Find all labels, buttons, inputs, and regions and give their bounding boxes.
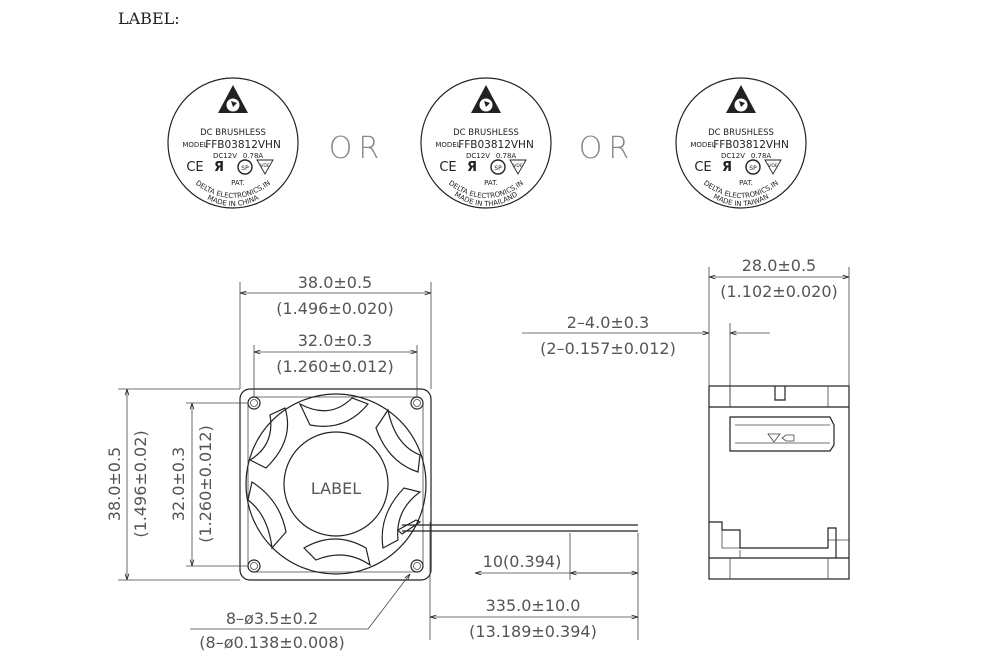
dim-lead-in: (13.189±0.394) <box>469 622 597 641</box>
label-rating-v: DC12V <box>466 152 490 160</box>
label-line1: DC BRUSHLESS <box>200 128 266 138</box>
label-model-prefix: MODEL <box>690 141 715 149</box>
label-pat: PAT. <box>231 179 245 187</box>
dim-depth-in: (1.102±0.020) <box>720 282 838 301</box>
csa-mark-icon <box>237 159 253 175</box>
dim-height-in: (1.496±0.02) <box>131 430 150 537</box>
label-line1: DC BRUSHLESS <box>708 128 774 138</box>
dim-holes-mm: 8–ø3.5±0.2 <box>226 609 318 628</box>
label-disc-3: DC BRUSHLESS MODEL FFB03812VHN DC12V 0.7… <box>675 77 807 209</box>
label-model: FFB03812VHN <box>458 139 534 151</box>
dim-hole-pitch-v-mm: 32.0±0.3 <box>169 447 188 521</box>
label-rating-v: DC12V <box>213 152 237 160</box>
csa-mark-text: SP <box>494 165 502 172</box>
vde-mark-icon <box>509 159 527 175</box>
ul-mark-icon: Я <box>722 160 732 175</box>
label-model: FFB03812VHN <box>205 139 281 151</box>
label-disc-1: DC BRUSHLESS MODEL FFB03812VHN DC12V 0.7… <box>167 77 299 209</box>
page-title: LABEL: <box>118 9 180 28</box>
front-view: LABEL 38.0±0.5 (1.496±0.020) 32.0±0.3 (1… <box>105 273 639 652</box>
dim-lead-mm: 335.0±10.0 <box>486 596 581 615</box>
dim-strip-mm: 10(0.394) <box>483 552 562 571</box>
dim-hole-pitch-mm: 32.0±0.3 <box>298 331 372 350</box>
ce-mark-icon: CE <box>694 160 711 175</box>
label-rating-a: 0.78A <box>751 152 772 160</box>
ul-mark-icon: Я <box>214 160 224 175</box>
label-pat: PAT. <box>484 179 498 187</box>
dim-flange-in: (2–0.157±0.012) <box>540 339 676 358</box>
label-model-prefix: MODEL <box>435 141 460 149</box>
airflow-arrow-icon <box>767 433 795 443</box>
csa-mark-text: SP <box>241 165 249 172</box>
vde-mark-text: VDE <box>260 163 270 169</box>
dim-holes-in: (8–ø0.138±0.008) <box>199 633 344 652</box>
csa-mark-icon <box>490 159 506 175</box>
label-disc-2: DC BRUSHLESS MODEL FFB03812VHN DC12V 0.7… <box>420 77 552 209</box>
fan-hub <box>283 431 389 537</box>
csa-mark-text: SP <box>749 165 757 172</box>
label-model: FFB03812VHN <box>713 139 789 151</box>
vde-mark-icon <box>256 159 274 175</box>
fan-frame <box>239 388 432 581</box>
label-line1: DC BRUSHLESS <box>453 128 519 138</box>
vde-mark-text: VDE <box>513 163 523 169</box>
side-body <box>708 385 850 580</box>
ce-mark-icon: CE <box>186 160 203 175</box>
label-pat: PAT. <box>739 179 753 187</box>
dim-hole-pitch-in: (1.260±0.012) <box>276 357 394 376</box>
label-rating-a: 0.78A <box>496 152 517 160</box>
ce-mark-icon: CE <box>439 160 456 175</box>
ul-mark-icon: Я <box>467 160 477 175</box>
label-rating-v: DC12V <box>721 152 745 160</box>
separator-or-1: OR <box>329 131 385 166</box>
dim-hole-pitch-v-in: (1.260±0.012) <box>196 425 215 543</box>
separator-or-2: OR <box>579 131 635 166</box>
csa-mark-icon <box>745 159 761 175</box>
dim-width-mm: 38.0±0.5 <box>298 273 372 292</box>
dim-flange-mm: 2–4.0±0.3 <box>567 313 649 332</box>
side-view: 28.0±0.5 (1.102±0.020) 2–4.0±0.3 (2–0.15… <box>522 256 850 580</box>
lead-wire <box>397 519 639 640</box>
dim-height-mm: 38.0±0.5 <box>105 447 124 521</box>
vde-mark-icon <box>764 159 782 175</box>
fan-blades <box>247 397 422 567</box>
dim-depth-mm: 28.0±0.5 <box>742 256 816 275</box>
vde-mark-text: VDE <box>768 163 778 169</box>
hub-label: LABEL <box>311 479 361 498</box>
dim-width-in: (1.496±0.020) <box>276 299 394 318</box>
label-rating-a: 0.78A <box>243 152 264 160</box>
label-model-prefix: MODEL <box>182 141 207 149</box>
